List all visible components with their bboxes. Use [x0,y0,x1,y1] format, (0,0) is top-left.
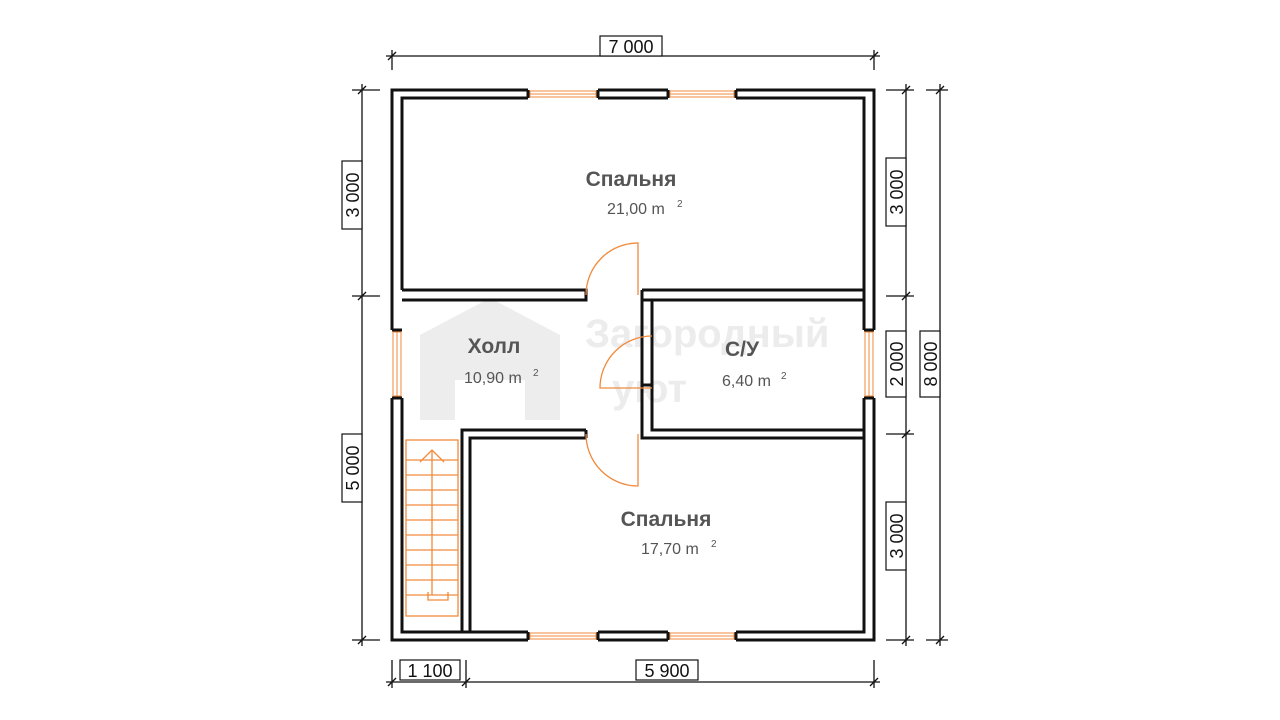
dim-right-tick-bottom [901,635,911,645]
house-logo-icon [420,298,560,420]
dim-top-box [599,35,663,57]
room-area-bathroom: 6,40 m [722,373,771,390]
wall-right-cap [864,328,874,400]
room-name-bathroom: С/У [725,338,760,361]
room-area-hall-sup: 2 [533,368,539,379]
room-area-bedroom-1-sup: 2 [677,199,683,210]
room-area-hall: 10,90 m [464,370,522,387]
wall-top-left [390,88,528,330]
dim-right-top-text: 3 000 [887,169,907,214]
outer-walls [390,88,876,642]
wall-bath-left-lower [640,385,866,440]
room-area-bedroom-1: 21,00 m [607,201,665,218]
dim-bottom-left-box [399,659,461,681]
dim-left-lower-box [341,433,363,503]
dim-bottom-tick-left [387,677,397,687]
staircase [405,439,459,617]
watermark-line-2: уют [612,367,687,411]
wall-right-lower [734,398,876,642]
dim-top-text: 7 000 [608,37,653,57]
door-bathroom [599,335,653,389]
room-name-hall: Холл [468,335,521,358]
dim-left-lower-text: 5 000 [343,445,363,490]
dim-bottom-tick-mid [461,677,471,687]
dim-right-total-tick-bottom [935,635,945,645]
dim-right-bottom-text: 3 000 [887,513,907,558]
windows [392,90,874,640]
dim-right-bottom-box [885,501,907,571]
stair-handrail [427,592,449,601]
dim-right-middle-text: 2 000 [887,341,907,386]
dimension-left: 3 000 5 000 [341,84,380,646]
door-bedroom2 [585,433,639,487]
dim-left-tick-mid [357,291,367,301]
room-area-bedroom-2-sup: 2 [711,539,717,550]
dim-left-upper-text: 3 000 [343,172,363,217]
dim-top-tick-right [869,51,879,61]
watermark-line-1: Загородный [585,312,830,356]
dim-right-total-tick-top [935,85,945,95]
dim-bottom-right-box [635,659,699,681]
doors [585,242,653,487]
dimension-right-total: 8 000 [919,84,948,646]
wall-bedroom2-top-left [460,428,588,632]
stair-outline [405,439,459,617]
stair-direction-arrow [419,449,445,595]
room-area-bathroom-sup: 2 [781,371,787,382]
dim-top-tick-left [387,51,397,61]
door-bedroom1 [585,242,639,296]
dimension-right: 3 000 2 000 3 000 [885,84,914,646]
watermark: Загородный уют [420,298,830,420]
dim-left-tick-top [357,85,367,95]
dim-right-total-box [919,330,941,398]
inner-walls [402,288,866,632]
dimension-bottom: 1 100 5 900 [386,659,880,688]
wall-bedroom1-lower-left [402,288,588,302]
dim-left-upper-box [341,160,363,230]
dim-right-tick-2 [901,429,911,439]
dim-right-middle-box [885,330,907,398]
dim-right-tick-top [901,85,911,95]
dim-right-total-text: 8 000 [921,341,941,386]
dim-bottom-tick-right [869,677,879,687]
room-name-bedroom-1: Спальня [586,168,677,191]
dim-bottom-right-text: 5 900 [644,661,689,681]
dim-left-tick-bottom [357,635,367,645]
room-name-bedroom-2: Спальня [621,508,712,531]
dim-right-tick-1 [901,291,911,301]
wall-bottom-left [390,328,530,642]
wall-top-right [734,88,876,330]
room-labels: Спальня 21,00 m 2 Холл 10,90 m 2 С/У 6,4… [464,168,787,558]
room-area-bedroom-2: 17,70 m [641,541,699,558]
dimension-top-total: 7 000 [386,35,880,70]
dim-right-top-box [885,157,907,227]
dim-bottom-left-text: 1 100 [407,661,452,681]
wall-bedroom1-lower-right [640,288,866,302]
